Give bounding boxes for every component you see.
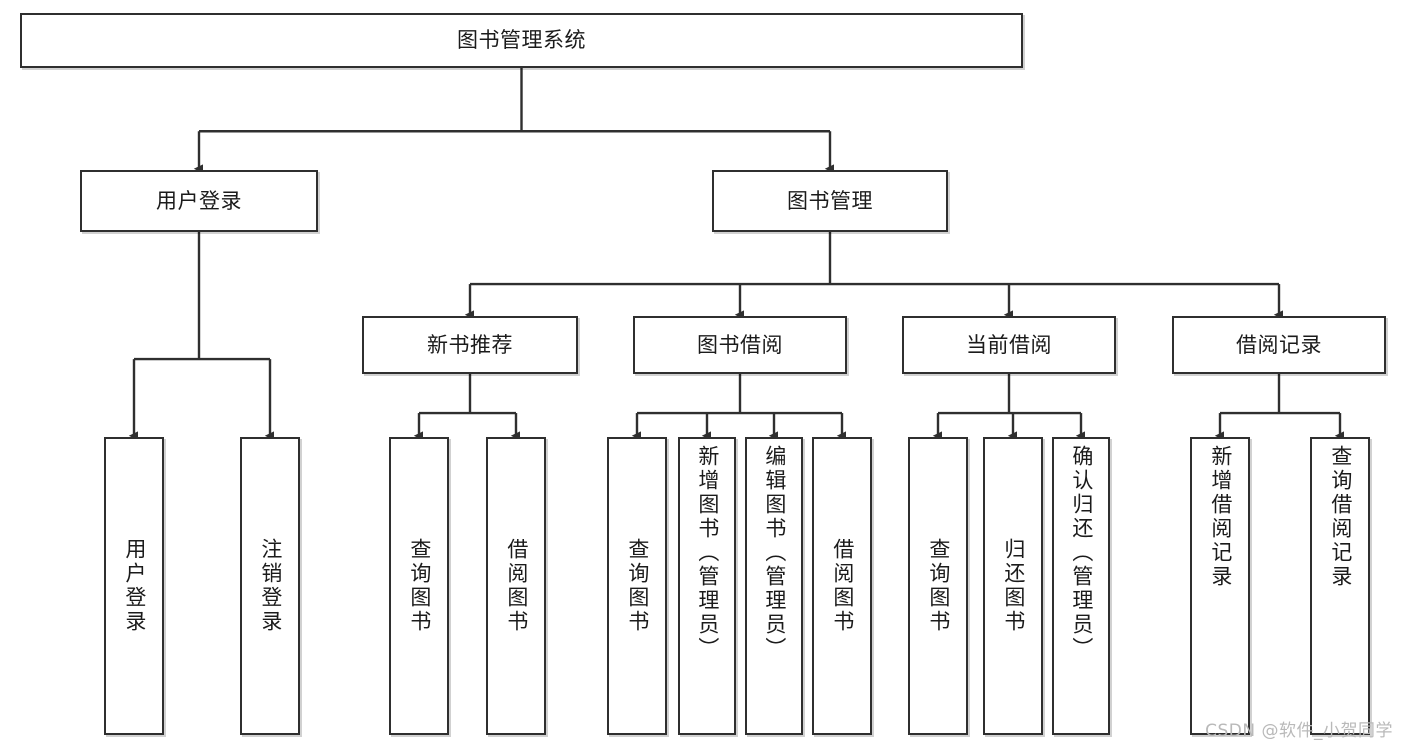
node-label-leaf-bb-add: 新增图书（管理员） [695,445,720,661]
node-label-leaf-cb-query: 查询图书 [926,538,951,634]
node-leaf-rec-query[interactable]: 查询图书 [389,437,449,735]
node-leaf-bb-query[interactable]: 查询图书 [607,437,667,735]
node-label-book-borrow: 图书借阅 [697,332,783,357]
node-leaf-cb-query[interactable]: 查询图书 [908,437,968,735]
node-label-leaf-cb-confirm: 确认归还（管理员） [1069,445,1094,661]
node-leaf-cb-confirm[interactable]: 确认归还（管理员） [1052,437,1110,735]
node-label-leaf-rec-query: 查询图书 [407,538,432,634]
node-label-user-login: 用户登录 [156,188,242,213]
node-label-new-book-rec: 新书推荐 [427,332,513,357]
node-label-borrow-record: 借阅记录 [1236,332,1322,357]
node-leaf-br-query[interactable]: 查询借阅记录 [1310,437,1370,735]
node-label-book-mgmt: 图书管理 [787,188,873,213]
node-label-root: 图书管理系统 [457,28,586,53]
node-leaf-br-add[interactable]: 新增借阅记录 [1190,437,1250,735]
watermark-text: CSDN @软件_小贺同学 [1205,721,1393,741]
node-label-leaf-user-login: 用户登录 [122,538,147,634]
node-root[interactable]: 图书管理系统 [20,13,1023,68]
node-leaf-rec-borrow[interactable]: 借阅图书 [486,437,546,735]
node-book-mgmt[interactable]: 图书管理 [712,170,948,232]
node-leaf-bb-edit[interactable]: 编辑图书（管理员） [745,437,803,735]
node-borrow-record[interactable]: 借阅记录 [1172,316,1386,374]
node-new-book-rec[interactable]: 新书推荐 [362,316,578,374]
node-leaf-user-logout[interactable]: 注销登录 [240,437,300,735]
node-label-leaf-user-logout: 注销登录 [258,538,283,634]
node-label-leaf-bb-borrow: 借阅图书 [830,538,855,634]
node-leaf-bb-borrow[interactable]: 借阅图书 [812,437,872,735]
node-label-leaf-bb-edit: 编辑图书（管理员） [762,445,787,661]
node-book-borrow[interactable]: 图书借阅 [633,316,847,374]
node-leaf-cb-return[interactable]: 归还图书 [983,437,1043,735]
node-leaf-user-login[interactable]: 用户登录 [104,437,164,735]
node-label-leaf-br-query: 查询借阅记录 [1328,445,1353,589]
node-leaf-bb-add[interactable]: 新增图书（管理员） [678,437,736,735]
node-current-borrow[interactable]: 当前借阅 [902,316,1116,374]
node-label-current-borrow: 当前借阅 [966,332,1052,357]
node-label-leaf-rec-borrow: 借阅图书 [504,538,529,634]
node-label-leaf-cb-return: 归还图书 [1001,538,1026,634]
node-user-login[interactable]: 用户登录 [80,170,318,232]
node-label-leaf-br-add: 新增借阅记录 [1208,445,1233,589]
node-label-leaf-bb-query: 查询图书 [625,538,650,634]
